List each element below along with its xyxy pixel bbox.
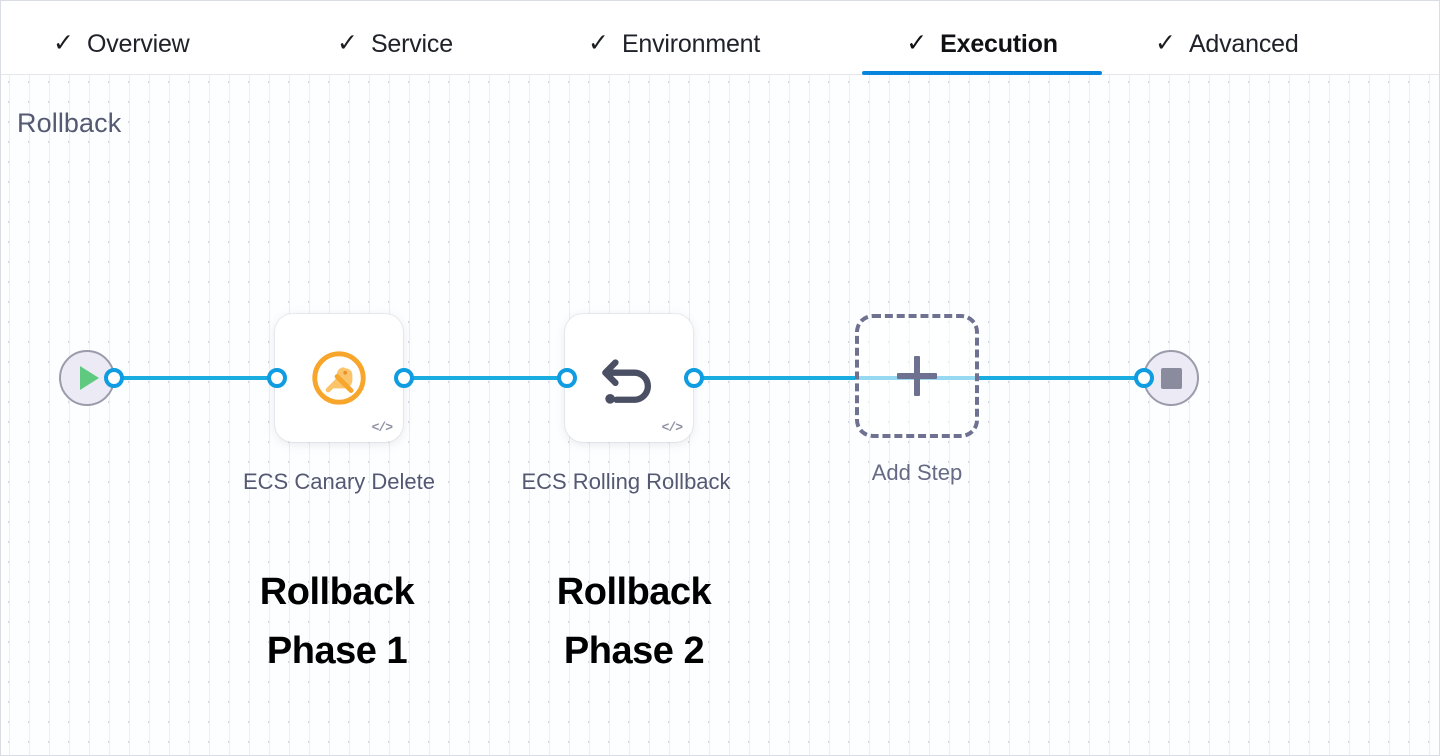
- port-end-in[interactable]: [1134, 368, 1154, 388]
- plus-icon-vertical: [914, 356, 920, 396]
- step-node-ecs-rolling-rollback[interactable]: </>: [565, 314, 693, 442]
- add-step-button[interactable]: [855, 314, 979, 438]
- tab-label: Advanced: [1188, 30, 1299, 58]
- annotation-rollback-phase-1: Rollback Phase 1: [259, 571, 415, 672]
- tab-underline: [574, 71, 774, 75]
- annotation-rollback-phase-2: Rollback Phase 2: [556, 571, 712, 672]
- tab-underline: [39, 71, 204, 75]
- stage-tab-bar: ✓ Overview ✓ Service ✓ Environment ✓ Exe…: [1, 1, 1439, 75]
- rollback-undo-icon: [565, 314, 693, 442]
- tab-label: Environment: [621, 30, 761, 58]
- pipeline-canvas[interactable]: Rollback </>: [1, 75, 1439, 755]
- code-badge-icon: </>: [661, 420, 683, 435]
- edge-start-to-step1: [107, 376, 287, 380]
- check-icon: ✓: [906, 28, 928, 57]
- step-caption-ecs-canary-delete: ECS Canary Delete: [243, 469, 435, 494]
- play-icon: [80, 366, 99, 390]
- port-step1-out[interactable]: [394, 368, 414, 388]
- port-start-out[interactable]: [104, 368, 124, 388]
- execution-graph: </> ECS Canary Delete Rollback Phase 1 <…: [1, 75, 1439, 755]
- check-icon: ✓: [337, 28, 358, 57]
- tab-label: Overview: [86, 30, 190, 58]
- check-icon: ✓: [53, 28, 74, 57]
- edge-step1-to-step2: [397, 376, 577, 380]
- port-step2-in[interactable]: [557, 368, 577, 388]
- check-icon: ✓: [1155, 28, 1176, 57]
- check-icon: ✓: [588, 28, 609, 57]
- port-step2-out[interactable]: [684, 368, 704, 388]
- tab-underline: [323, 71, 467, 75]
- add-step-label: Add Step: [871, 460, 963, 485]
- tab-label: Execution: [940, 30, 1058, 58]
- step-caption-ecs-rolling-rollback: ECS Rolling Rollback: [521, 469, 731, 494]
- page-title: Rollback: [17, 108, 122, 138]
- tab-environment[interactable]: ✓ Environment: [574, 15, 774, 74]
- ecs-canary-delete-icon: [275, 314, 403, 442]
- port-step1-in[interactable]: [267, 368, 287, 388]
- tab-underline: [1141, 71, 1313, 75]
- tab-label: Service: [370, 30, 453, 58]
- tab-advanced[interactable]: ✓ Advanced: [1141, 15, 1313, 74]
- tab-overview[interactable]: ✓ Overview: [39, 15, 204, 74]
- tab-active-underline: [862, 71, 1102, 75]
- tab-execution[interactable]: ✓ Execution: [862, 15, 1102, 75]
- tab-service[interactable]: ✓ Service: [323, 15, 467, 74]
- code-badge-icon: </>: [371, 420, 393, 435]
- step-node-ecs-canary-delete[interactable]: </>: [275, 314, 403, 442]
- stop-icon: [1160, 367, 1182, 389]
